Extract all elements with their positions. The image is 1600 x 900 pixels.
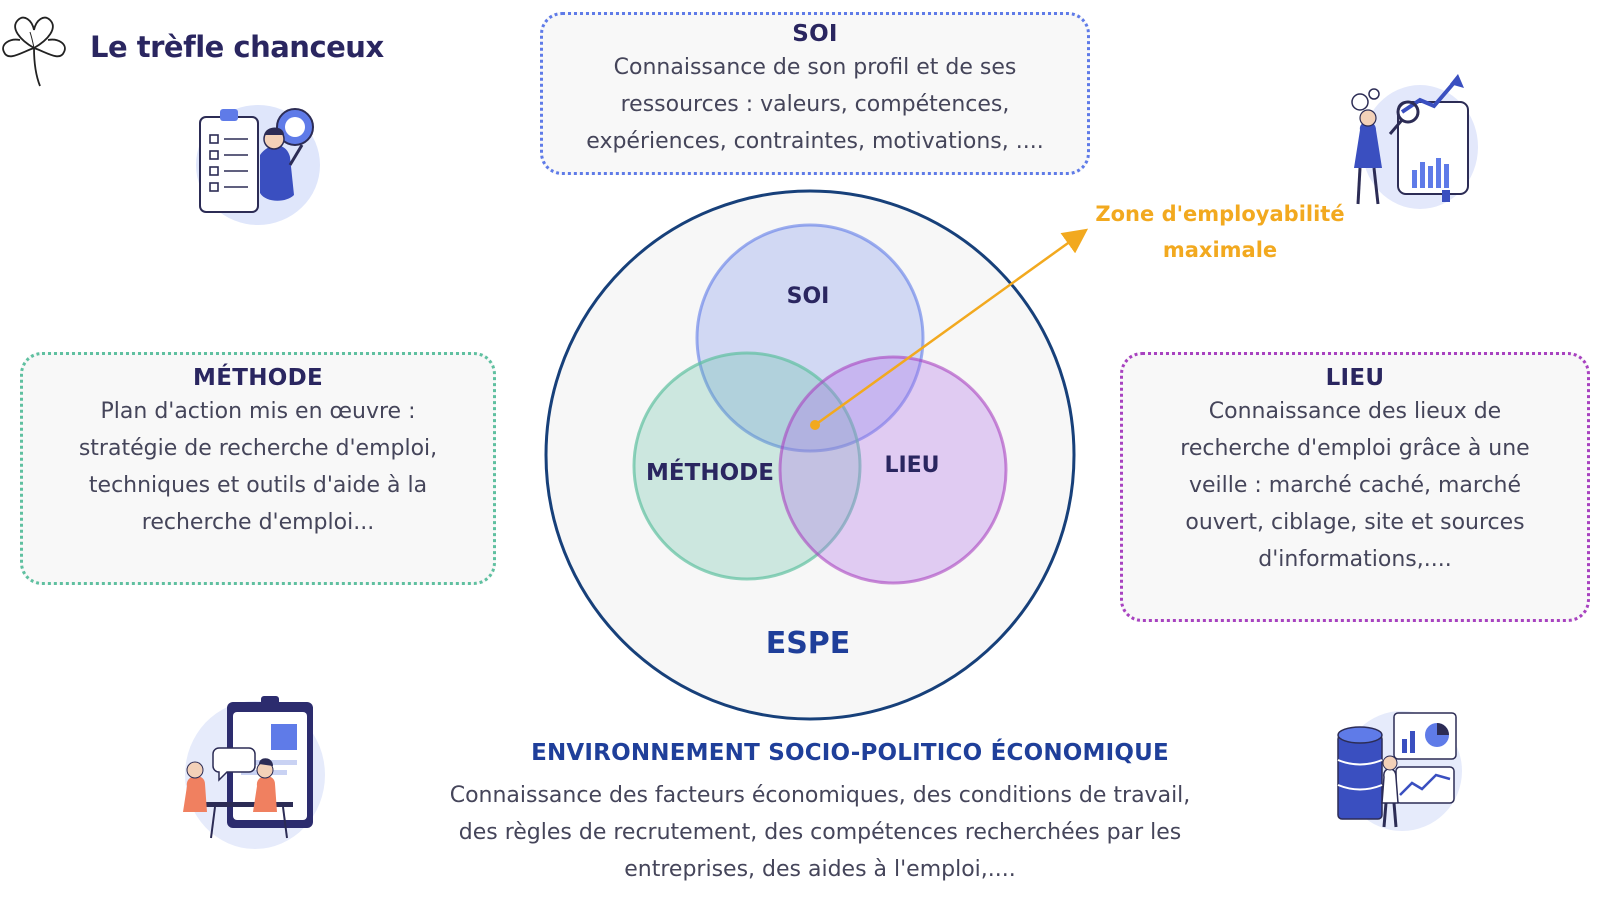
lieu-box-line: Connaissance des lieux de [1208,399,1502,424]
lieu-box-title: LIEU [1325,365,1385,391]
zone-label-line: Zone d'employabilité [1095,202,1345,226]
zone-point [810,420,820,430]
espe-outer-circle [544,189,1076,721]
lieu-box-line: recherche d'emploi grâce à une [1180,436,1530,461]
soi-box-line: expériences, contraintes, motivations, .… [586,129,1044,154]
clover-icon [2,16,66,87]
lieu-box-line: ouvert, ciblage, site et sources [1185,510,1525,535]
interview-illustration [183,696,325,849]
lieu-box-line: d'informations,.... [1258,547,1452,572]
database-analytics-illustration [1337,711,1462,831]
soi-circle [695,223,925,453]
methode-box: MÉTHODE Plan d'action mis en œuvre : str… [20,352,496,585]
soi-box-line: Connaissance de son profil et de ses [613,55,1017,80]
methode-box-title: MÉTHODE [193,365,323,391]
espe-label: ESPE [766,626,851,661]
soi-circle-label: SOI [787,284,830,309]
lieu-box-line: veille : marché caché, marché [1188,473,1522,498]
page-title: Le trèfle chanceux [90,30,384,64]
environment-text: Connaissance des facteurs économiques, d… [400,777,1240,888]
soi-box-title: SOI [792,21,838,47]
soi-box-line: ressources : valeurs, compétences, [620,92,1010,117]
methode-box-line: recherche d'emploi... [141,510,375,535]
analytics-woman-illustration [1351,74,1478,209]
checklist-badge-illustration [196,105,320,225]
zone-arrow [814,228,1089,427]
methode-box-line: stratégie de recherche d'emploi, [78,436,438,461]
zone-label: Zone d'employabilité maximale [1070,196,1370,268]
lieu-circle-label: LIEU [884,453,939,478]
lieu-box: LIEU Connaissance des lieux de recherche… [1120,352,1590,622]
methode-box-line: techniques et outils d'aide à la [88,473,428,498]
environment-line: des règles de recrutement, des compétenc… [458,820,1182,845]
lieu-circle [778,355,1008,585]
methode-box-line: Plan d'action mis en œuvre : [100,399,416,424]
zone-label-line: maximale [1162,238,1278,262]
methode-circle [632,351,862,581]
soi-box: SOI Connaissance de son profil et de ses… [540,12,1090,175]
environment-title: ENVIRONNEMENT SOCIO-POLITICO ÉCONOMIQUE [531,740,1169,766]
environment-line: Connaissance des facteurs économiques, d… [449,783,1191,808]
environment-line: entreprises, des aides à l'emploi,.... [624,857,1016,882]
methode-circle-label: MÉTHODE [646,458,774,486]
